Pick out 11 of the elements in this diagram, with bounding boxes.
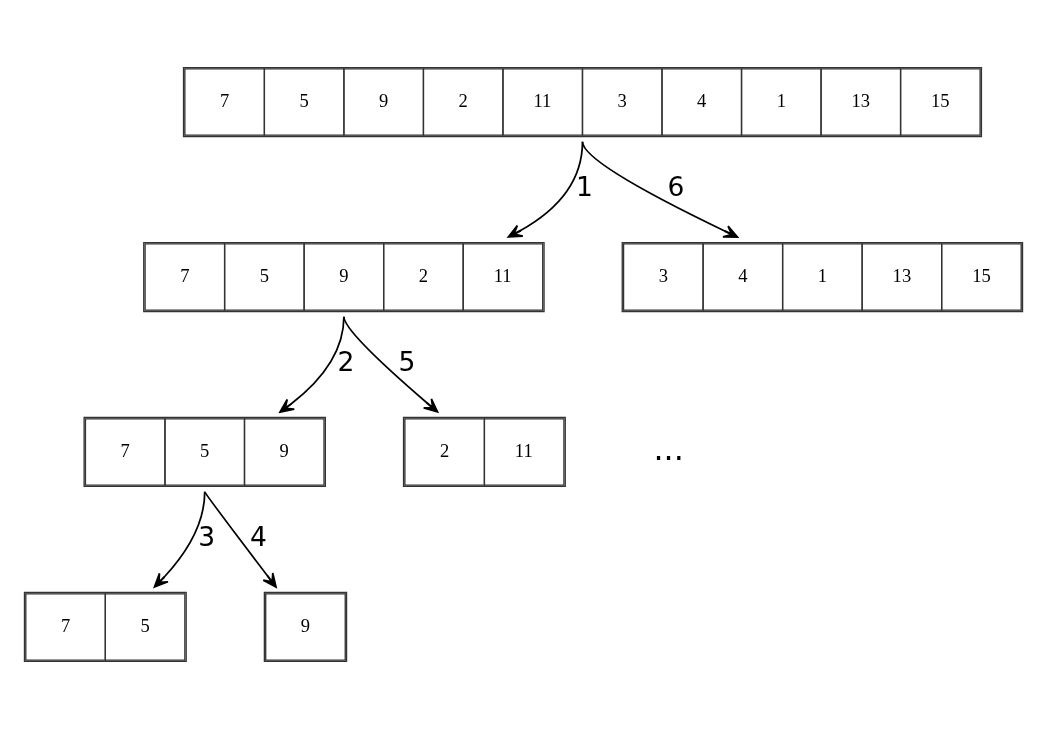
edge-label: 1	[576, 171, 593, 203]
arrow	[581, 140, 739, 238]
edge-label: 4	[249, 521, 267, 553]
edge-label: 2	[337, 346, 355, 378]
edge-label: 3	[198, 521, 216, 553]
arrow	[203, 490, 277, 588]
edge-label: 6	[667, 171, 685, 203]
label: ...	[653, 430, 684, 469]
edge-label: 5	[398, 346, 416, 378]
arrow	[153, 490, 206, 588]
arrow	[343, 315, 439, 413]
